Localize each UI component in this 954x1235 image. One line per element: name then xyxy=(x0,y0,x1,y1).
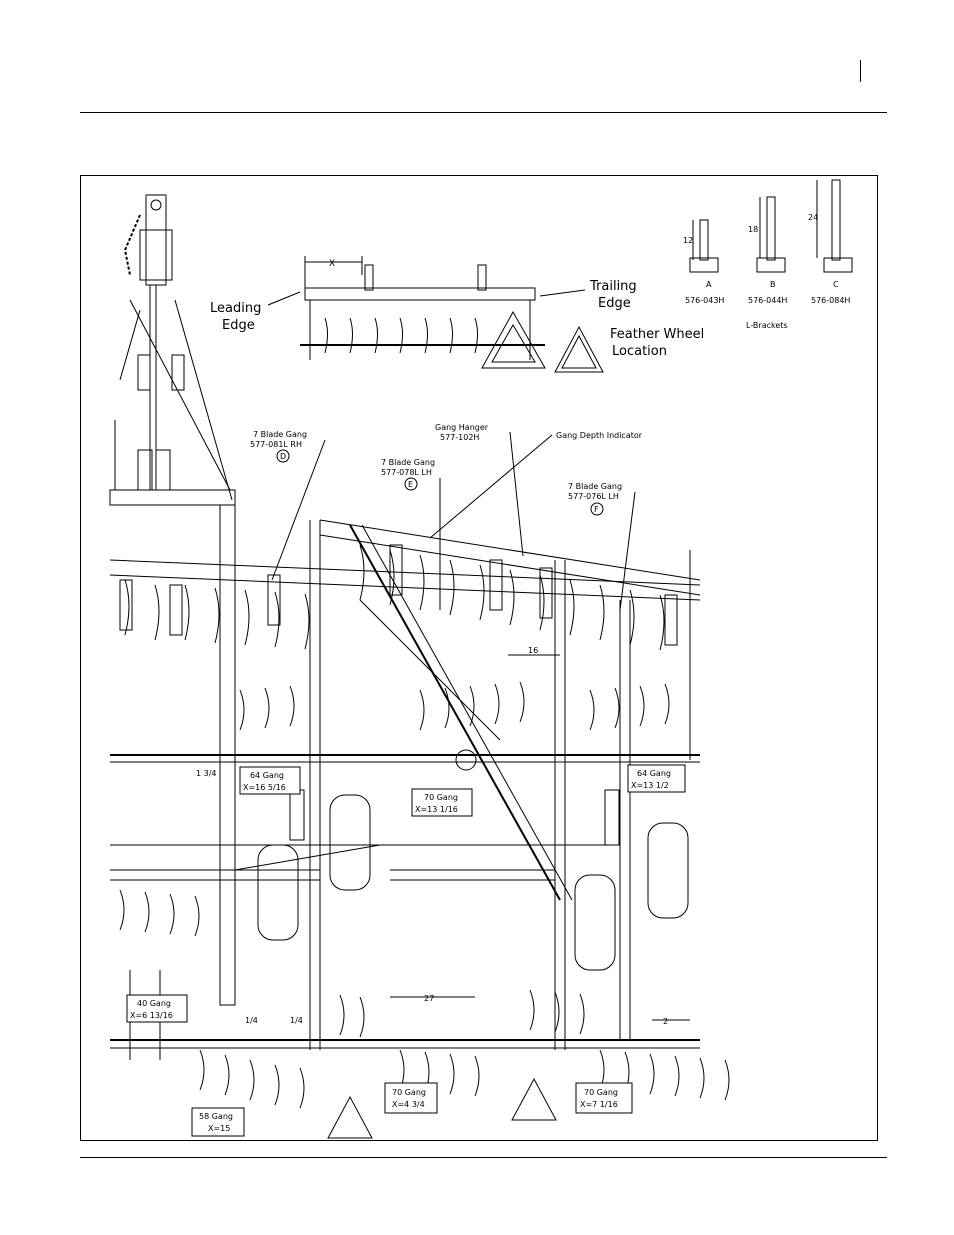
svg-text:Feather Wheel: Feather Wheel xyxy=(610,327,704,342)
svg-text:B: B xyxy=(770,280,776,289)
svg-text:Location: Location xyxy=(612,344,667,359)
svg-text:18: 18 xyxy=(748,225,758,234)
svg-text:Leading: Leading xyxy=(210,301,261,316)
dimension-quarter-b: 1/4 xyxy=(290,1016,303,1025)
svg-text:X=13 1/2: X=13 1/2 xyxy=(631,781,669,790)
callout-gang-e: 7 Blade Gang 577-078L LH E xyxy=(381,458,441,610)
svg-text:58 Gang: 58 Gang xyxy=(199,1112,233,1121)
svg-text:2: 2 xyxy=(663,1017,668,1026)
svg-text:X=13 1/16: X=13 1/16 xyxy=(415,805,458,814)
svg-text:A: A xyxy=(706,280,712,289)
svg-text:27: 27 xyxy=(424,994,434,1003)
gang-box-40: 40 Gang X=6 13/16 xyxy=(126,994,188,1023)
hitch-assembly xyxy=(109,194,236,506)
svg-text:70 Gang: 70 Gang xyxy=(392,1088,426,1097)
svg-text:Gang Depth Indicator: Gang Depth Indicator xyxy=(556,431,643,440)
callout-gang-f: 7 Blade Gang 577-076L LH F xyxy=(568,482,636,611)
svg-text:70 Gang: 70 Gang xyxy=(424,793,458,802)
figure-frame xyxy=(80,175,878,1141)
gang-box-58: 58 Gang X=15 xyxy=(191,1107,245,1137)
svg-text:E: E xyxy=(408,480,413,489)
trailing-edge-label: Trailing Edge xyxy=(539,279,637,311)
svg-text:64 Gang: 64 Gang xyxy=(250,771,284,780)
svg-text:64 Gang: 64 Gang xyxy=(637,769,671,778)
gang-box-64-right: 64 Gang X=13 1/2 xyxy=(627,764,686,793)
svg-text:Edge: Edge xyxy=(598,296,631,311)
svg-text:Edge: Edge xyxy=(222,318,255,333)
dimension-16: 16 xyxy=(508,646,560,656)
svg-text:D: D xyxy=(280,452,286,461)
header-tick xyxy=(860,60,861,82)
svg-text:577-076L LH: 577-076L LH xyxy=(568,492,619,501)
svg-text:7 Blade Gang: 7 Blade Gang xyxy=(381,458,435,467)
callout-gang-hanger: Gang Hanger 577-102H xyxy=(435,423,524,557)
svg-text:70 Gang: 70 Gang xyxy=(584,1088,618,1097)
leading-edge-label: Leading Edge xyxy=(210,291,301,333)
svg-text:576-084H: 576-084H xyxy=(811,296,850,305)
svg-text:X=4 3/4: X=4 3/4 xyxy=(392,1100,425,1109)
feather-wheel-location: Feather Wheel Location xyxy=(554,325,704,373)
svg-text:24: 24 xyxy=(808,213,818,222)
gang-box-70-bottom-right: 70 Gang X=7 1/16 xyxy=(575,1082,633,1114)
svg-text:F: F xyxy=(594,505,599,514)
dimension-quarter-a: 1/4 xyxy=(245,1016,258,1025)
svg-text:16: 16 xyxy=(528,646,538,655)
gang-box-70-center: 70 Gang X=13 1/16 xyxy=(411,788,473,817)
l-bracket-c: 24 C 576-084H xyxy=(808,179,853,305)
svg-text:7 Blade Gang: 7 Blade Gang xyxy=(253,430,307,439)
svg-text:12: 12 xyxy=(683,236,693,245)
callout-gang-d: 7 Blade Gang 577-081L RH D xyxy=(250,430,326,581)
header-rule xyxy=(80,112,887,113)
svg-text:C: C xyxy=(833,280,839,289)
svg-text:576-044H: 576-044H xyxy=(748,296,787,305)
svg-text:X=6 13/16: X=6 13/16 xyxy=(130,1011,173,1020)
svg-text:X=16 5/16: X=16 5/16 xyxy=(243,783,286,792)
l-bracket-b: 18 B 576-044H xyxy=(748,196,787,305)
svg-text:577-102H: 577-102H xyxy=(440,433,479,442)
svg-text:X=7 1/16: X=7 1/16 xyxy=(580,1100,618,1109)
svg-text:577-078L LH: 577-078L LH xyxy=(381,468,432,477)
svg-text:40 Gang: 40 Gang xyxy=(137,999,171,1008)
gang-box-64-left: 64 Gang X=16 5/16 xyxy=(239,766,301,795)
svg-text:Trailing: Trailing xyxy=(589,279,637,294)
x-dimension-label: X xyxy=(329,259,335,269)
svg-text:577-081L RH: 577-081L RH xyxy=(250,440,302,449)
main-frame xyxy=(109,504,730,1139)
l-brackets-caption: L-Brackets xyxy=(746,321,788,330)
dimension-one-three-quarter: 1 3/4 xyxy=(196,769,217,778)
dimension-2: 2 xyxy=(652,1017,690,1026)
callout-gang-depth-indicator: Gang Depth Indicator xyxy=(429,431,643,539)
gang-box-70-bottom-left: 70 Gang X=4 3/4 xyxy=(384,1082,438,1114)
dimension-27: 27 xyxy=(390,994,475,1003)
gang-detail-view: X xyxy=(300,256,546,369)
svg-text:Gang Hanger: Gang Hanger xyxy=(435,423,489,432)
svg-text:7 Blade Gang: 7 Blade Gang xyxy=(568,482,622,491)
svg-text:576-043H: 576-043H xyxy=(685,296,724,305)
svg-text:X=15: X=15 xyxy=(208,1124,230,1133)
footer-rule xyxy=(80,1157,887,1158)
l-bracket-a: 12 A 576-043H xyxy=(683,219,724,305)
